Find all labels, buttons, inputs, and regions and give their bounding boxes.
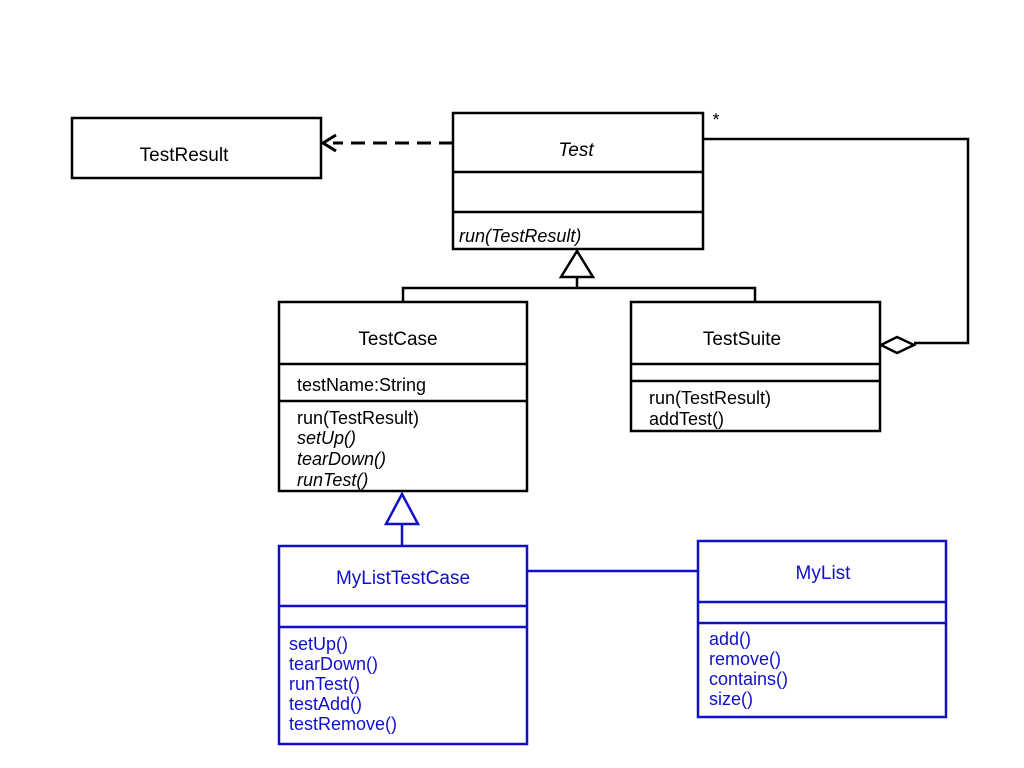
class-test-case-attribute: testName:String <box>297 375 426 395</box>
class-test-result: TestResult <box>70 116 323 180</box>
class-test-case-method: run(TestResult) <box>297 408 419 428</box>
inheritance-arrow-test <box>401 248 757 302</box>
class-test-method: run(TestResult) <box>459 226 581 246</box>
class-my-list-method: remove() <box>709 649 781 669</box>
class-my-list-test-case-method: runTest() <box>289 674 360 694</box>
class-my-list-method: add() <box>709 629 751 649</box>
class-test-suite-method: run(TestResult) <box>649 388 771 408</box>
class-my-list-test-case: MyListTestCase setUp() tearDown() runTes… <box>277 544 529 746</box>
class-my-list-test-case-name: MyListTestCase <box>336 568 470 589</box>
inheritance-arrow-test-case <box>383 491 421 546</box>
dependency-arrow <box>320 133 453 153</box>
class-test-case-method: tearDown() <box>297 449 386 469</box>
class-test-result-name: TestResult <box>140 145 229 166</box>
class-test-case-name: TestCase <box>358 329 437 350</box>
class-my-list-name: MyList <box>796 563 852 584</box>
class-my-list-method: contains() <box>709 669 788 689</box>
class-my-list-method: size() <box>709 689 753 709</box>
multiplicity-label: * <box>712 110 719 130</box>
class-test-suite-method: addTest() <box>649 409 724 429</box>
class-my-list-test-case-method: setUp() <box>289 634 348 654</box>
class-my-list-test-case-method: testAdd() <box>289 694 362 714</box>
aggregation-diamond <box>878 335 917 355</box>
class-my-list-test-case-method: testRemove() <box>289 714 397 734</box>
class-my-list-test-case-method: tearDown() <box>289 654 378 674</box>
class-test-suite: TestSuite run(TestResult) addTest() <box>629 300 882 433</box>
class-test-case-method: runTest() <box>297 470 368 490</box>
class-test-case-method: setUp() <box>297 428 356 448</box>
class-test-case: TestCase testName:String run(TestResult)… <box>277 300 529 493</box>
class-my-list: MyList add() remove() contains() size() <box>696 539 948 719</box>
class-test-suite-name: TestSuite <box>703 329 781 350</box>
class-test-name: Test <box>558 140 594 161</box>
class-test: Test run(TestResult) <box>451 111 705 251</box>
aggregation-line <box>703 137 970 355</box>
